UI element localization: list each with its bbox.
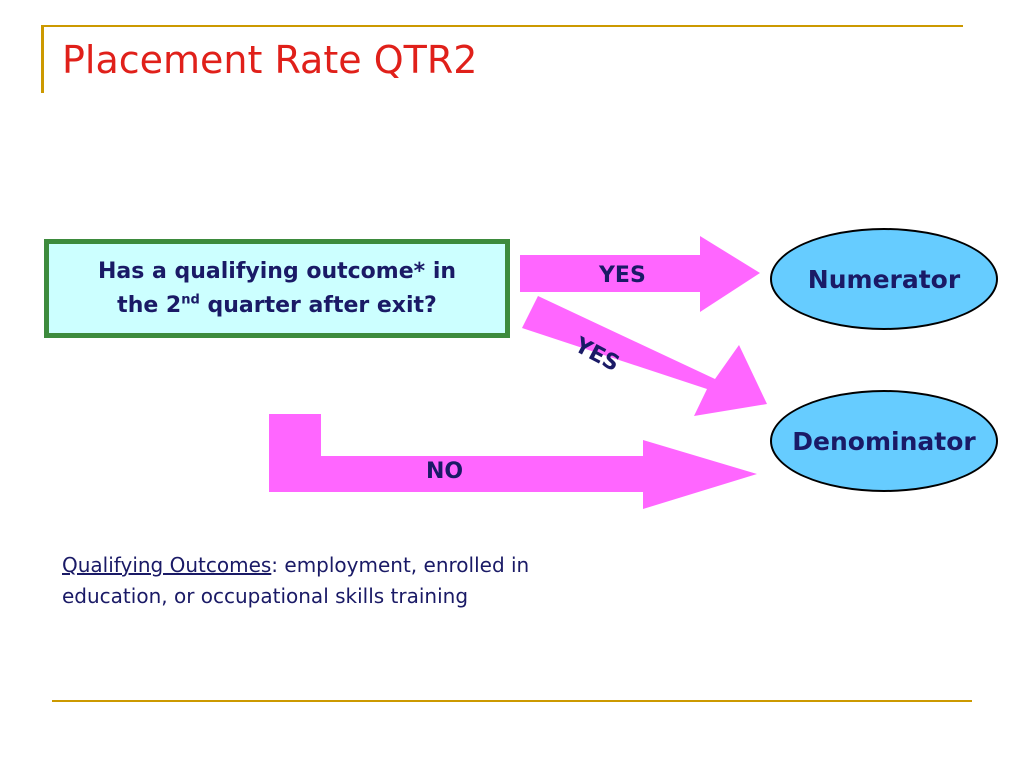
bottom-rule	[52, 700, 972, 702]
qualifying-outcomes-note: Qualifying Outcomes: employment, enrolle…	[62, 550, 562, 612]
question-line2-end: quarter after exit?	[199, 292, 437, 318]
question-line1: Has a qualifying outcome	[97, 258, 414, 284]
title-frame-top-rule	[41, 25, 963, 27]
question-ordinal-suffix: nd	[181, 292, 200, 308]
title-frame-left-rule	[41, 25, 44, 93]
yes-arrow-to-denominator	[522, 296, 767, 416]
yes-arrow-to-numerator	[520, 236, 760, 312]
no-denominator-label: NO	[426, 459, 464, 484]
note-heading: Qualifying Outcomes	[62, 553, 272, 577]
no-arrow-to-denominator	[269, 414, 757, 509]
question-asterisk: *	[413, 258, 426, 284]
question-line2-start: the 2	[117, 292, 182, 318]
numerator-label: Numerator	[807, 264, 961, 294]
question-line1-end: in	[425, 258, 457, 284]
yes-numerator-label: YES	[599, 263, 646, 288]
note-text: : employment, enrolled in education, or …	[62, 553, 530, 608]
numerator-oval: Numerator	[770, 228, 998, 330]
question-box: Has a qualifying outcome* in the 2nd qua…	[44, 239, 510, 338]
question-text: Has a qualifying outcome* in the 2nd qua…	[98, 255, 456, 323]
denominator-label: Denominator	[792, 426, 976, 456]
page-title: Placement Rate QTR2	[62, 38, 478, 82]
denominator-oval: Denominator	[770, 390, 998, 492]
